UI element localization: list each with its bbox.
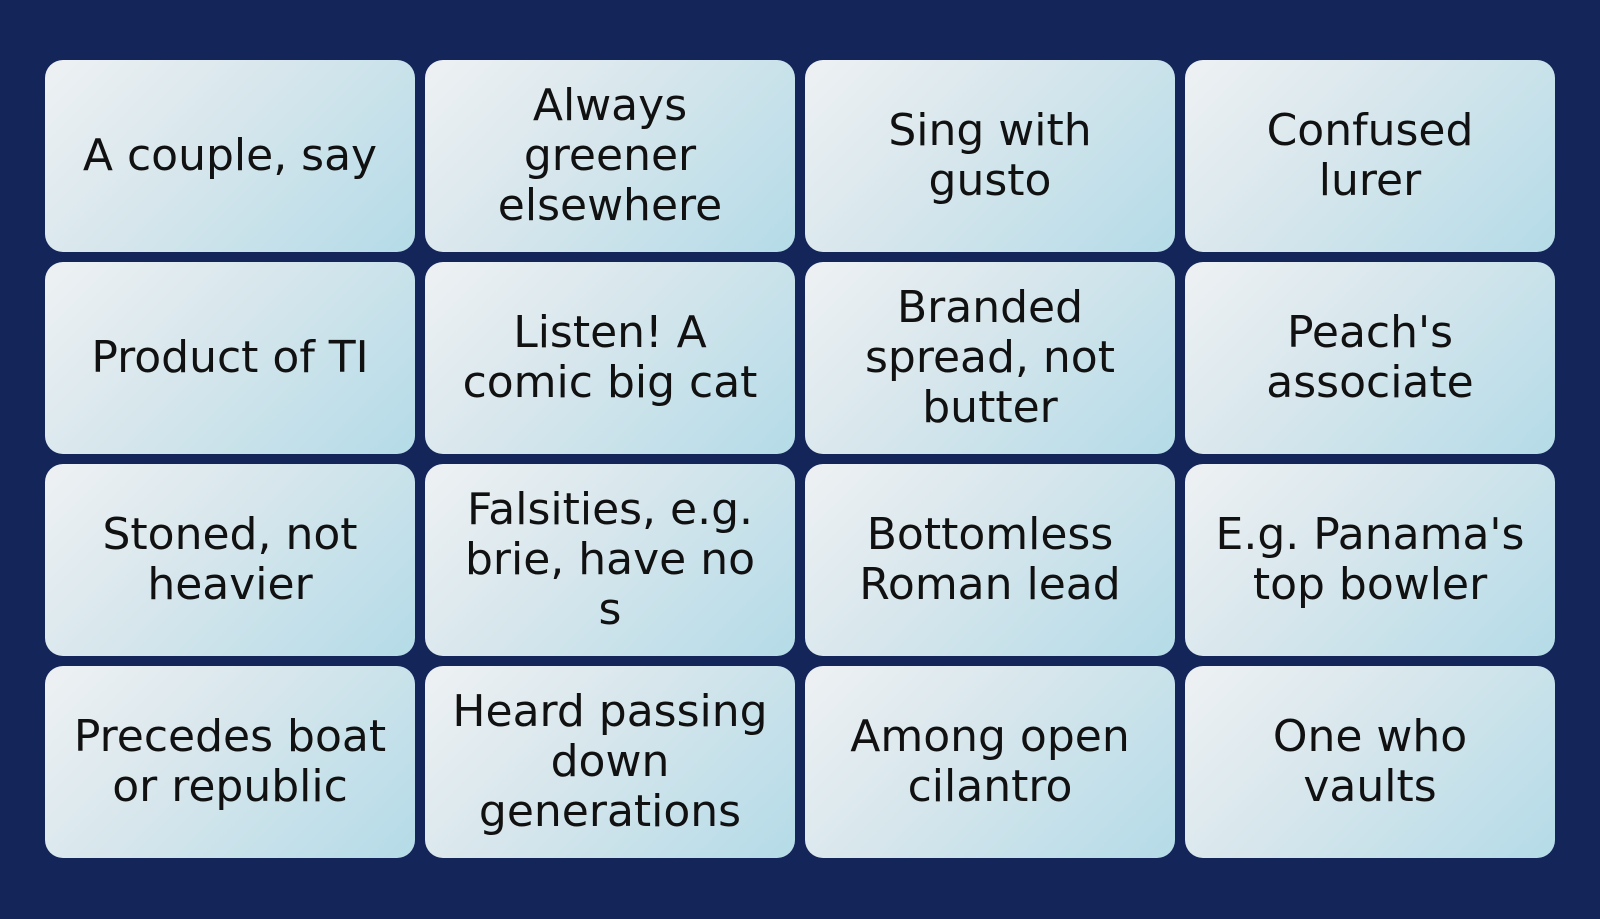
clue-text: A couple, say (82, 130, 378, 181)
clue-tile[interactable]: Peach's associate (1185, 262, 1555, 454)
clue-tile[interactable]: Among open cilantro (805, 666, 1175, 858)
clue-text: E.g. Panama's top bowler (1215, 509, 1525, 610)
clue-text: Precedes boat or republic (73, 711, 387, 812)
clue-text: Among open cilantro (850, 711, 1130, 812)
clue-text: Always greener elsewhere (497, 80, 723, 231)
clue-tile[interactable]: Heard passing down generations (425, 666, 795, 858)
clue-text: Heard passing down generations (452, 686, 768, 837)
clue-tile[interactable]: Stoned, not heavier (45, 464, 415, 656)
clue-tile[interactable]: Falsities, e.g. brie, have no s (425, 464, 795, 656)
clue-tile[interactable]: Always greener elsewhere (425, 60, 795, 252)
clue-tile[interactable]: A couple, say (45, 60, 415, 252)
clue-text: Bottomless Roman lead (859, 509, 1121, 610)
clue-text: Branded spread, not butter (865, 282, 1115, 433)
clue-text: Falsities, e.g. brie, have no s (464, 484, 756, 635)
clue-text: Confused lurer (1266, 105, 1474, 206)
clue-text: Stoned, not heavier (102, 509, 358, 610)
clue-text: One who vaults (1272, 711, 1468, 812)
clue-text: Listen! A comic big cat (462, 307, 758, 408)
clue-tile[interactable]: One who vaults (1185, 666, 1555, 858)
clue-text: Sing with gusto (888, 105, 1092, 206)
clue-tile[interactable]: Sing with gusto (805, 60, 1175, 252)
clue-tile[interactable]: Precedes boat or republic (45, 666, 415, 858)
clue-tile[interactable]: Listen! A comic big cat (425, 262, 795, 454)
clue-tile[interactable]: Confused lurer (1185, 60, 1555, 252)
clue-board: A couple, say Always greener elsewhere S… (45, 60, 1555, 858)
clue-text: Product of TI (91, 332, 369, 383)
clue-text: Peach's associate (1266, 307, 1474, 408)
clue-tile[interactable]: Product of TI (45, 262, 415, 454)
clue-tile[interactable]: E.g. Panama's top bowler (1185, 464, 1555, 656)
clue-tile[interactable]: Bottomless Roman lead (805, 464, 1175, 656)
clue-tile[interactable]: Branded spread, not butter (805, 262, 1175, 454)
